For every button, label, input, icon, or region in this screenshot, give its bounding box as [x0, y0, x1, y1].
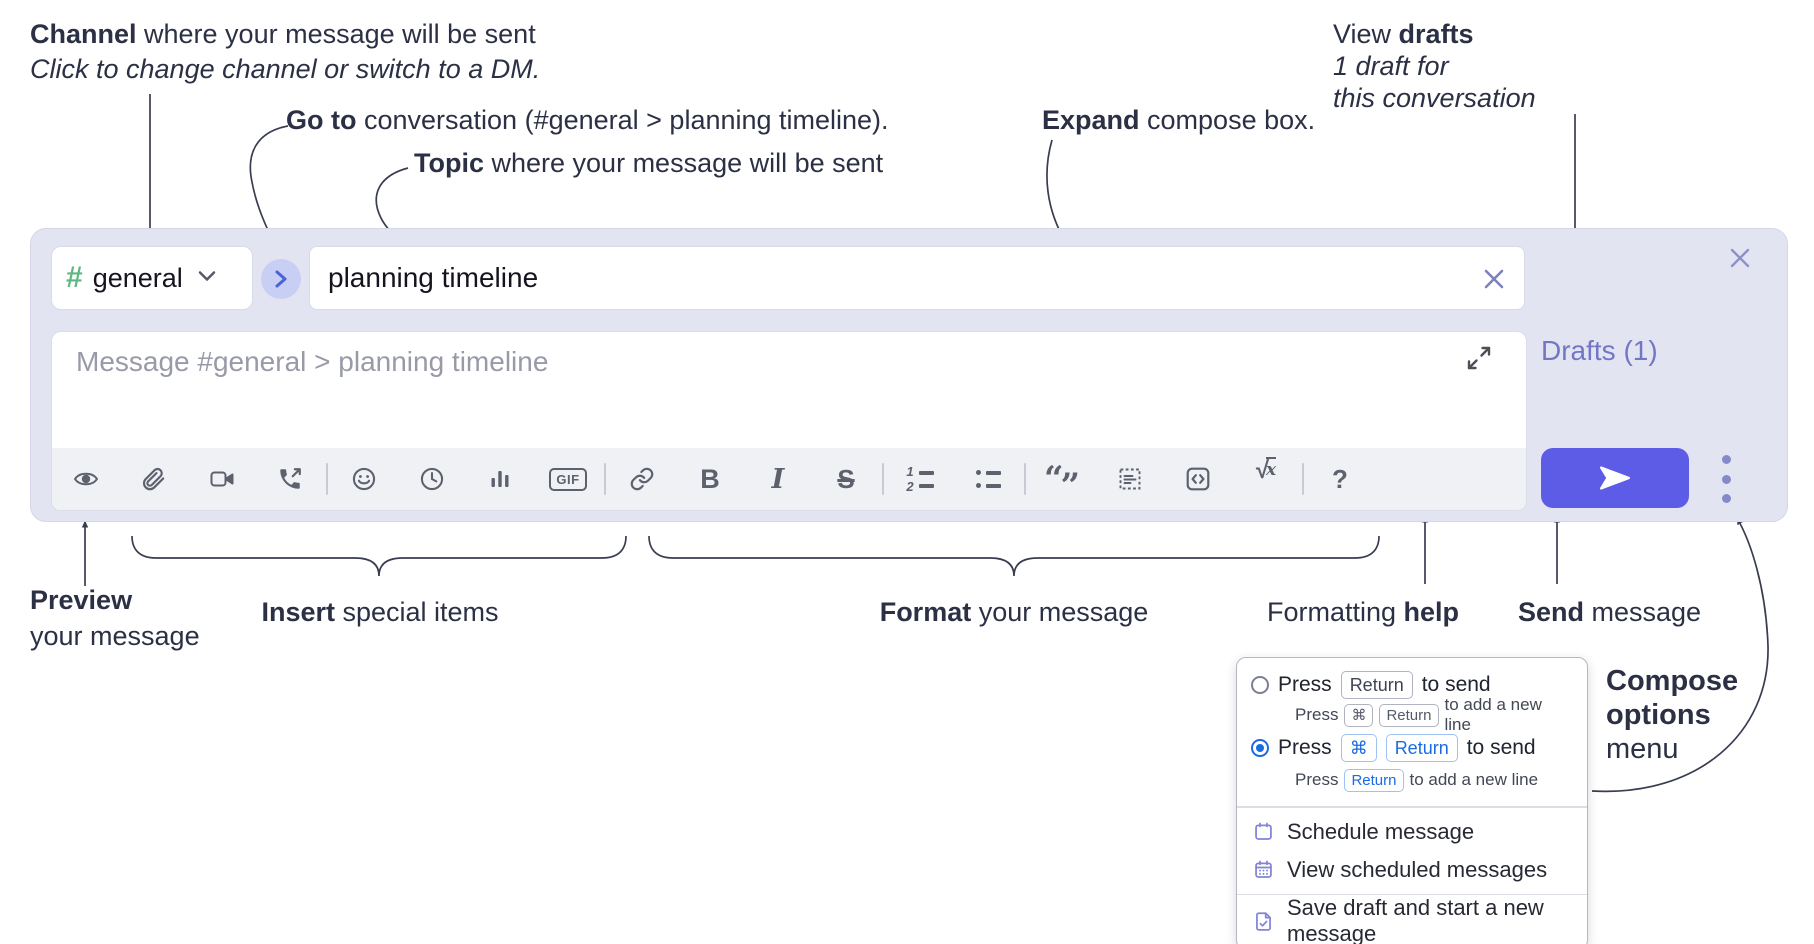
channel-name: general — [92, 262, 183, 293]
drafts-link[interactable]: Drafts (1) — [1541, 335, 1658, 366]
calendar-dots-icon — [1255, 860, 1272, 878]
expand-annotation-rest: compose box. — [1139, 105, 1316, 135]
goto-conversation-button[interactable] — [261, 259, 301, 299]
return-key: Return — [1344, 768, 1404, 792]
topic-annotation: Topic where your message will be sent — [414, 147, 883, 180]
cmd-key: ⌘ — [1340, 733, 1377, 762]
send-button[interactable] — [1541, 448, 1689, 508]
channel-annotation-rest: where your message will be sent — [136, 19, 536, 49]
channel-hash-icon: # — [66, 261, 83, 294]
view-drafts-line2: 1 draft for — [1333, 51, 1449, 81]
brace-format-group — [648, 535, 1380, 577]
menu-item-view-scheduled[interactable]: View scheduled messages — [1237, 851, 1587, 889]
gif-icon[interactable]: GIF — [546, 457, 590, 501]
toolbar-divider — [1302, 463, 1304, 495]
channel-annotation-bold: Channel — [30, 19, 137, 49]
bold-icon[interactable]: B — [700, 463, 720, 494]
return-key: Return — [1385, 733, 1458, 762]
video-icon[interactable] — [200, 457, 244, 501]
link-icon[interactable] — [620, 457, 664, 501]
compose-options-annotation: Compose options menu — [1606, 665, 1739, 765]
send-plane-icon — [1600, 466, 1630, 490]
send-option-return[interactable]: Press Return to send — [1251, 668, 1573, 701]
send-annotation: Send message — [1518, 597, 1702, 627]
blockquote-icon[interactable]: “” — [1043, 459, 1081, 506]
view-drafts-annotation: View drafts 1 draft for this conversatio… — [1333, 18, 1536, 114]
expand-annotation: Expand compose box. — [1042, 104, 1315, 137]
radio-selected-icon[interactable] — [1251, 738, 1269, 757]
channel-selector-button[interactable]: # general — [51, 246, 253, 310]
goto-annotation: Go to conversation (#general > planning … — [286, 104, 889, 137]
topic-field — [309, 246, 1525, 310]
message-input[interactable] — [52, 332, 1526, 448]
view-drafts-line1: View drafts — [1333, 19, 1474, 49]
formatting-help-annotation: Formatting help — [1267, 597, 1460, 627]
clock-icon[interactable] — [410, 457, 454, 501]
emoji-icon[interactable] — [342, 457, 386, 501]
menu-item-schedule-message[interactable]: Schedule message — [1237, 813, 1587, 851]
channel-annotation-line2: Click to change channel or switch to a D… — [30, 54, 541, 84]
toolbar-divider — [326, 463, 328, 495]
topic-annotation-rest: where your message will be sent — [484, 148, 884, 178]
menu-divider — [1237, 806, 1587, 808]
attach-paperclip-icon[interactable] — [132, 457, 176, 501]
code-icon[interactable] — [1176, 457, 1220, 501]
chevron-down-icon — [197, 269, 217, 288]
chevron-right-icon — [275, 270, 287, 288]
menu-divider — [1237, 893, 1587, 895]
compose-box: # general — [30, 228, 1788, 522]
preview-annotation: Preview — [30, 585, 133, 615]
send-option-cmd-return[interactable]: Press ⌘ Return to send — [1251, 729, 1573, 766]
return-key: Return — [1379, 703, 1439, 727]
poll-bar-chart-icon[interactable] — [478, 457, 522, 501]
topic-input[interactable] — [310, 247, 1524, 309]
calendar-icon — [1255, 822, 1272, 840]
topic-annotation-bold: Topic — [414, 148, 484, 178]
channel-annotation: Channel where your message will be sent — [30, 18, 536, 51]
gif-label: GIF — [549, 467, 587, 491]
insert-annotation: Insert special items — [261, 597, 499, 627]
menu-item-save-draft[interactable]: Save draft and start a new message — [1237, 895, 1587, 944]
preview-eye-icon[interactable] — [64, 457, 108, 501]
toolbar-divider — [604, 463, 606, 495]
cmd-key: ⌘ — [1344, 703, 1374, 727]
compose-options-menu: Press Return to send Press ⌘ Return to a… — [1236, 657, 1588, 944]
audio-call-icon[interactable] — [268, 457, 312, 501]
send-option-return-sub: Press ⌘ Return to add a new line — [1295, 695, 1542, 734]
bullet-list-icon[interactable] — [966, 457, 1010, 501]
radio-unselected-icon[interactable] — [1251, 675, 1269, 694]
message-box: GIF B I S 12 “” — [51, 331, 1527, 511]
return-key: Return — [1340, 670, 1413, 699]
toolbar-divider — [882, 463, 884, 495]
formatting-help-icon[interactable]: ? — [1332, 463, 1348, 494]
send-option-cmd-return-sub: Press Return to add a new line — [1295, 766, 1573, 794]
brace-insert-group — [131, 535, 627, 577]
preview-annotation-line2: your message — [30, 621, 200, 651]
code-block-icon[interactable] — [1108, 457, 1152, 501]
expand-annotation-bold: Expand — [1042, 105, 1140, 135]
italic-icon[interactable]: I — [771, 463, 785, 495]
view-drafts-line3: this conversation — [1333, 83, 1536, 113]
goto-annotation-bold: Go to — [286, 105, 357, 135]
topic-clear-icon[interactable] — [1480, 265, 1508, 293]
expand-compose-icon[interactable] — [1466, 345, 1492, 371]
close-icon[interactable] — [1725, 243, 1755, 273]
goto-annotation-rest: conversation (#general > planning timeli… — [356, 105, 889, 135]
formula-icon[interactable]: √x — [1255, 457, 1277, 484]
format-annotation: Format your message — [879, 597, 1149, 627]
toolbar-divider — [1024, 463, 1026, 495]
strikethrough-icon[interactable]: S — [837, 463, 855, 494]
draft-document-icon — [1256, 911, 1271, 931]
compose-options-kebab-icon[interactable] — [1716, 455, 1736, 503]
